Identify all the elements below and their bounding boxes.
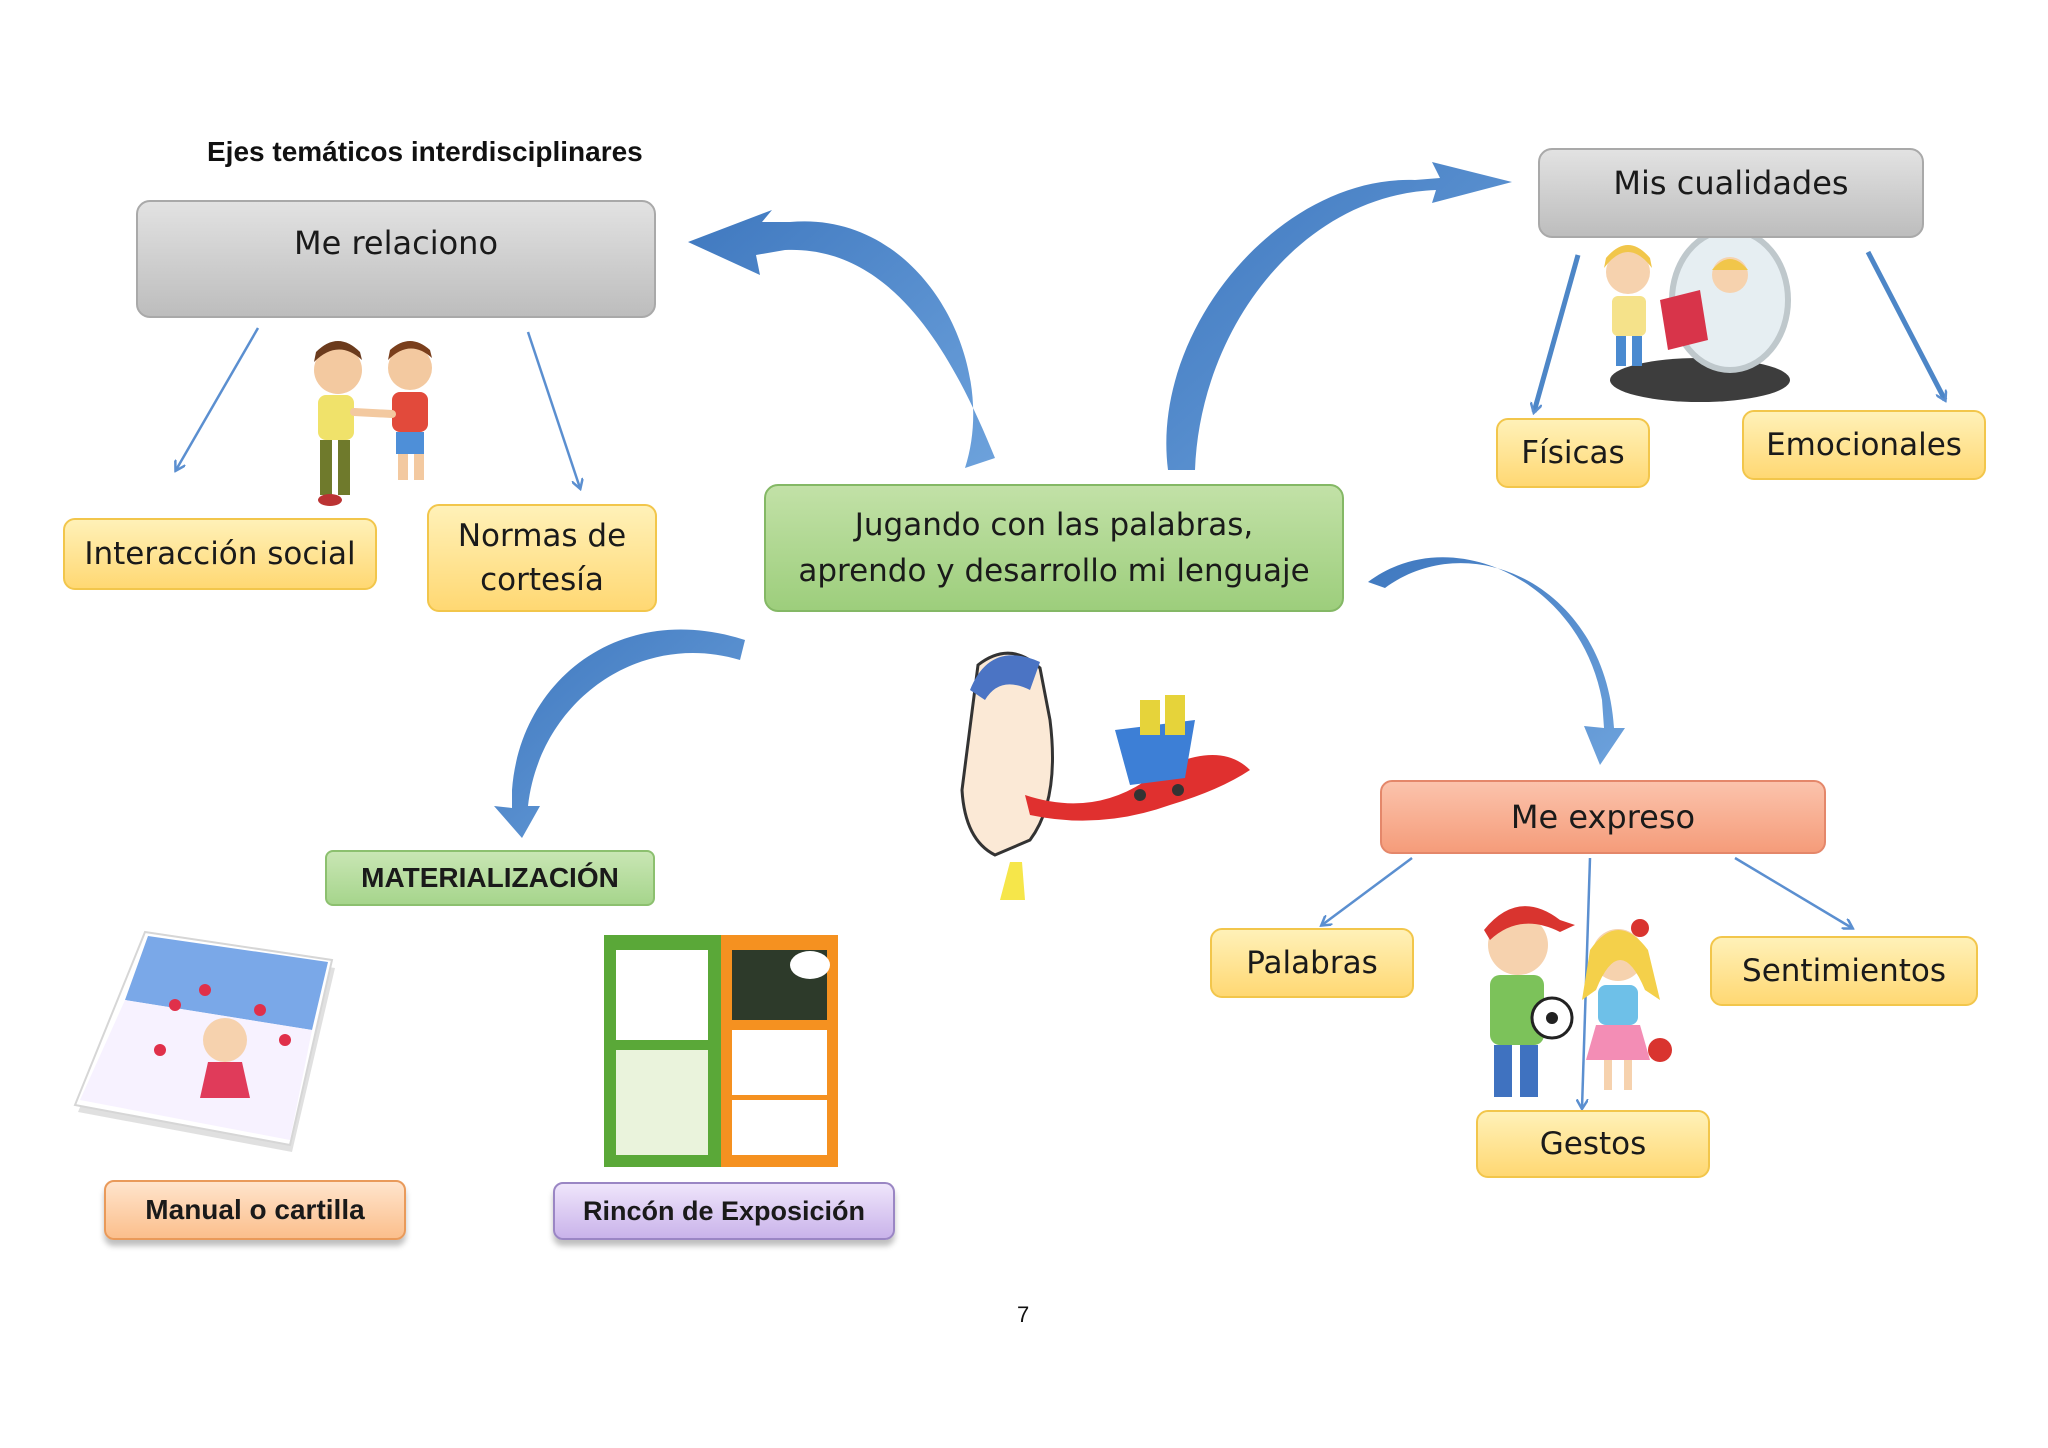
node-sentimientos-label: Sentimientos xyxy=(1742,953,1946,989)
kids-expressing-illustration xyxy=(1484,906,1672,1097)
node-manual-cartilla: Manual o cartilla xyxy=(104,1180,406,1240)
connector-cualidades-emocionales xyxy=(1865,250,1945,400)
curved-arrow-to-materializacion xyxy=(494,629,745,838)
connector-expreso-sentimientos xyxy=(1734,856,1852,928)
node-me-expreso: Me expreso xyxy=(1380,780,1826,854)
node-rincon-exposicion: Rincón de Exposición xyxy=(553,1182,895,1240)
node-me-relaciono: Me relaciono xyxy=(136,200,656,318)
node-rincon-exposicion-label: Rincón de Exposición xyxy=(582,1195,866,1226)
tongue-face-illustration xyxy=(960,651,1250,900)
node-me-expreso-label: Me expreso xyxy=(1510,798,1696,836)
node-gestos-label: Gestos xyxy=(1539,1126,1647,1162)
mirror-girl-illustration xyxy=(1604,227,1791,402)
node-center-topic-label: Jugando con las palabras, aprendo y desa… xyxy=(798,507,1310,589)
curved-arrow-to-me-relaciono xyxy=(688,210,995,468)
node-emocionales-label: Emocionales xyxy=(1766,427,1962,463)
node-palabras-label: Palabras xyxy=(1246,945,1378,981)
handshake-kids-illustration xyxy=(314,341,432,506)
node-center-topic: Jugando con las palabras, aprendo y desa… xyxy=(764,484,1344,612)
node-normas-cortesia-label: Normas de cortesía xyxy=(457,518,627,598)
cartilla-booklet-illustration xyxy=(73,930,335,1152)
node-manual-cartilla-label: Manual o cartilla xyxy=(145,1194,365,1225)
node-mis-cualidades-label: Mis cualidades xyxy=(1613,164,1849,202)
node-normas-cortesia: Normas de cortesía xyxy=(427,504,657,612)
page-title: Ejes temáticos interdisciplinares xyxy=(207,136,643,167)
node-interaccion-social-label: Interacción social xyxy=(84,536,356,572)
node-mis-cualidades: Mis cualidades xyxy=(1538,148,1924,238)
connector-relaciono-normas xyxy=(526,331,580,488)
connector-expreso-palabras xyxy=(1322,856,1413,925)
connector-relaciono-interaccion xyxy=(176,327,260,470)
connector-cualidades-fisicas xyxy=(1534,254,1581,412)
curved-arrow-to-me-expreso xyxy=(1368,557,1625,765)
node-materializacion-label: MATERIALIZACIÓN xyxy=(361,862,619,893)
curved-arrow-to-mis-cualidades xyxy=(1166,162,1512,470)
node-interaccion-social: Interacción social xyxy=(63,518,377,590)
node-fisicas-label: Físicas xyxy=(1521,435,1625,471)
node-fisicas: Físicas xyxy=(1496,418,1650,488)
node-materializacion: MATERIALIZACIÓN xyxy=(325,850,655,906)
rincon-brochure-illustration xyxy=(604,935,838,1167)
node-me-relaciono-label: Me relaciono xyxy=(293,224,499,262)
node-gestos: Gestos xyxy=(1476,1110,1710,1178)
node-emocionales: Emocionales xyxy=(1742,410,1986,480)
page-number: 7 xyxy=(1017,1302,1030,1327)
node-sentimientos: Sentimientos xyxy=(1710,936,1978,1006)
node-palabras: Palabras xyxy=(1210,928,1414,998)
